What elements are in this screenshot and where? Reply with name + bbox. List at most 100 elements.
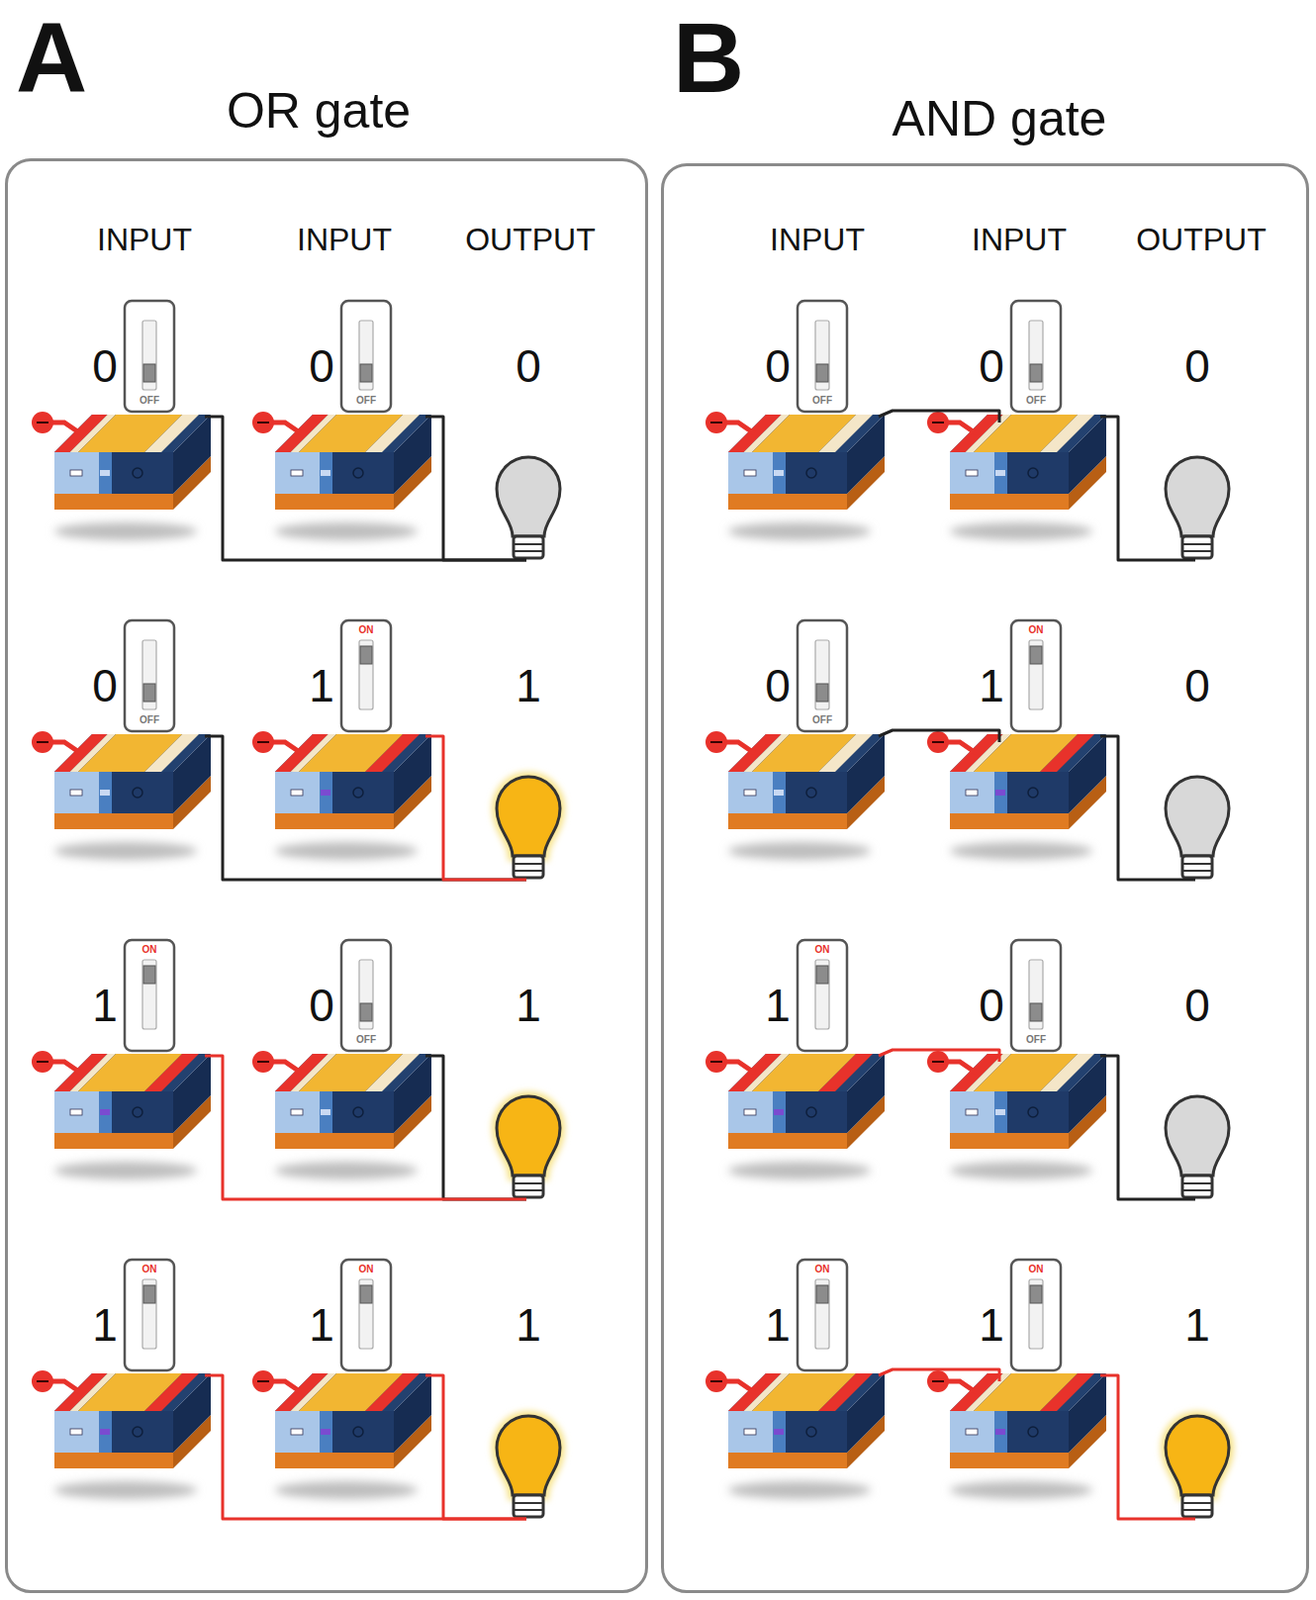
terminal-sign — [257, 1060, 270, 1063]
drain-region — [111, 1091, 174, 1133]
terminal-sign — [710, 1380, 723, 1383]
input-value: 1 — [308, 1302, 335, 1348]
switch-plate — [1011, 620, 1061, 732]
switch-slot — [1029, 959, 1043, 1030]
input-value: 0 — [92, 662, 118, 709]
supply-terminal — [705, 1050, 728, 1073]
substrate-front — [54, 493, 174, 510]
drain-region — [332, 452, 394, 494]
switch-plate — [341, 940, 391, 1051]
wire — [425, 1055, 527, 1200]
toggle-switch — [341, 300, 391, 412]
channel-region — [772, 771, 786, 814]
substrate-front — [728, 1132, 847, 1149]
substrate-front — [949, 493, 1069, 510]
contact-mark — [70, 1428, 83, 1435]
contact-mark — [290, 789, 303, 796]
switch-state: ON — [141, 944, 159, 955]
switch-lever — [143, 1285, 156, 1304]
contact-mark — [995, 470, 1006, 476]
output-value: 0 — [1184, 662, 1211, 709]
wire — [1100, 416, 1196, 561]
bulb-glow — [496, 1415, 561, 1496]
terminal-sign — [932, 421, 944, 424]
contact-mark — [353, 787, 364, 798]
terminal-sign — [932, 741, 944, 744]
contact-mark — [132, 468, 143, 478]
switch-lever — [1030, 364, 1042, 382]
switch-lever — [360, 364, 373, 382]
source-region — [275, 452, 320, 494]
contact-mark — [320, 789, 331, 796]
contact-mark — [773, 470, 784, 476]
output-value: 0 — [1184, 982, 1211, 1029]
transistor-device — [31, 1370, 211, 1500]
bulb-base — [1182, 855, 1213, 878]
bulb-glass — [496, 776, 561, 856]
contact-mark — [744, 470, 756, 476]
bulb-glass — [496, 1415, 561, 1496]
substrate-front — [728, 1452, 847, 1469]
substrate-front — [728, 813, 847, 830]
supply-terminal — [927, 411, 949, 434]
drain-region — [111, 452, 174, 494]
channel-region — [98, 1091, 112, 1133]
switch-plate — [797, 620, 847, 732]
terminal-sign — [36, 1380, 49, 1383]
bulb-thread — [1182, 1189, 1213, 1192]
switch-slot — [1029, 320, 1043, 390]
switch-lever — [816, 683, 829, 702]
input-value: 0 — [308, 343, 335, 389]
switch-plate — [1011, 940, 1061, 1051]
light-bulb — [1165, 1096, 1229, 1198]
switch-lever — [1030, 1003, 1042, 1022]
drain-electrode-active — [144, 1373, 199, 1411]
output-value: 0 — [515, 343, 542, 389]
toggle-switch — [341, 940, 391, 1051]
drain-region — [111, 1410, 174, 1453]
switch-lever — [1030, 1285, 1042, 1304]
source-region — [54, 452, 99, 494]
source-region — [54, 1091, 99, 1133]
drain-electrode — [365, 414, 420, 453]
switch-state: OFF — [811, 395, 834, 406]
transistor-device — [927, 1370, 1107, 1500]
input-header: INPUT — [96, 223, 192, 256]
switch-state: ON — [141, 1264, 159, 1275]
wire-active — [204, 1375, 527, 1519]
channel-region — [98, 1410, 112, 1453]
toggle-switch — [797, 940, 847, 1051]
and-gate-panel-art — [705, 300, 1229, 1519]
toggle-switch — [124, 1259, 175, 1371]
panel-letter: B — [672, 7, 745, 107]
switch-slot — [815, 959, 830, 1030]
input-value: 1 — [92, 982, 118, 1029]
contact-mark — [353, 468, 364, 478]
wire — [1100, 1055, 1196, 1200]
switch-plate — [124, 1259, 175, 1371]
supply-terminal — [31, 1370, 54, 1393]
wire-active — [878, 1049, 1000, 1062]
light-bulb — [496, 776, 561, 878]
substrate-front — [949, 1452, 1069, 1469]
input-value: 0 — [92, 343, 118, 389]
source-region — [949, 771, 995, 814]
or-gate-panel: AOR gate — [4, 158, 649, 1594]
contact-mark — [99, 470, 110, 476]
drain-electrode-active — [1039, 1373, 1095, 1411]
panel-title: AND gate — [892, 94, 1108, 144]
toggle-switch — [341, 620, 391, 732]
channel-region — [98, 452, 112, 494]
toggle-switch — [797, 620, 847, 732]
bulb-thread — [1182, 1508, 1213, 1511]
channel-region — [994, 1410, 1008, 1453]
terminal-sign — [932, 1060, 944, 1063]
terminal-sign — [36, 421, 49, 424]
switch-state: ON — [814, 1264, 832, 1275]
drain-electrode — [1039, 1053, 1095, 1092]
wire — [425, 416, 527, 561]
channel-region — [319, 1410, 333, 1453]
bulb-glass — [496, 457, 561, 537]
supply-terminal — [31, 411, 54, 434]
drain-electrode — [818, 414, 873, 453]
